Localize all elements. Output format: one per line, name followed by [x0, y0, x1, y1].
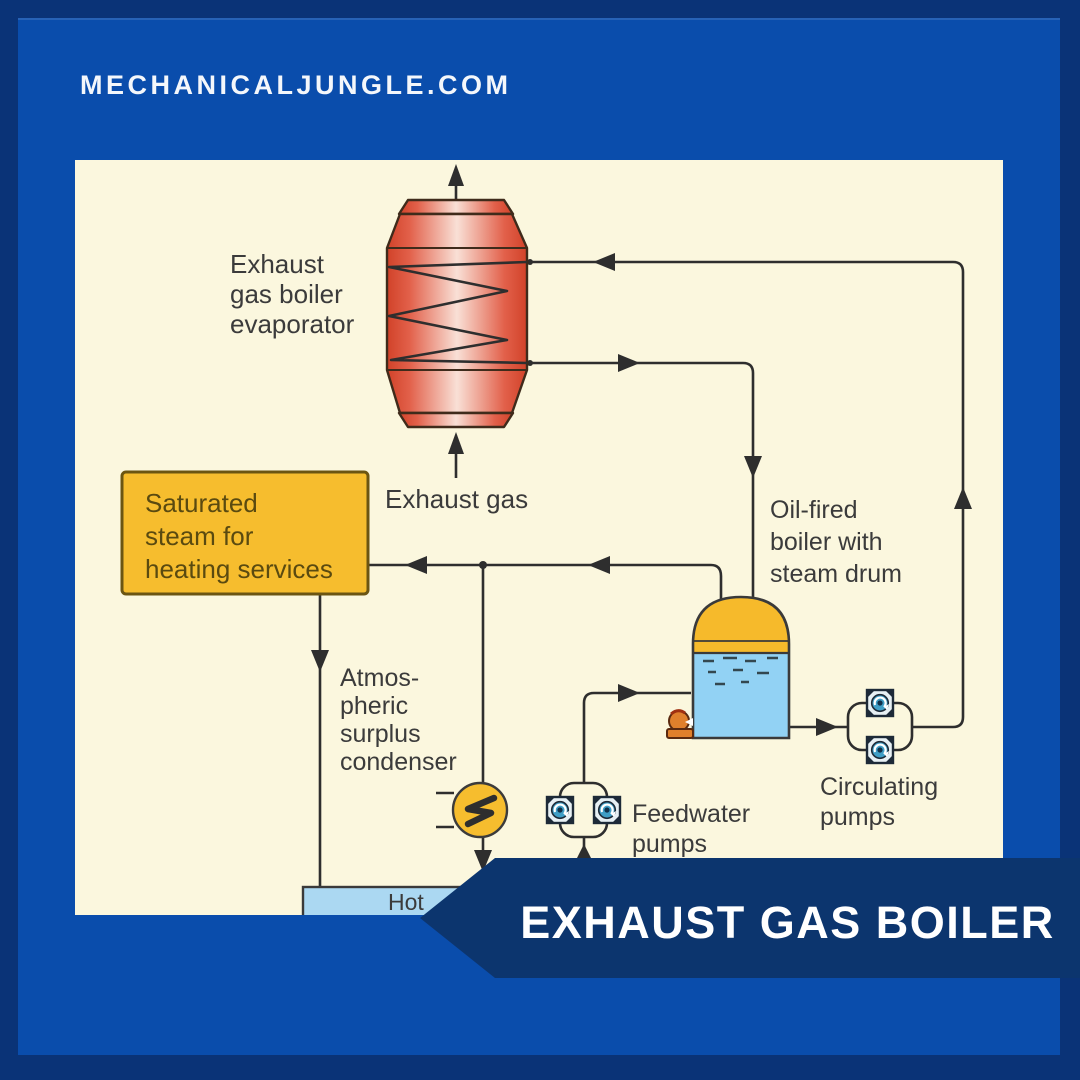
- arrow-down-box-drain-icon: [311, 650, 329, 672]
- banner-title: EXHAUST GAS BOILER: [520, 897, 1055, 948]
- saturated-steam-label-line3: heating services: [145, 554, 333, 584]
- arrow-left-return-icon: [593, 253, 615, 271]
- pipe-saturated-steam: [369, 563, 723, 602]
- arrow-up-exhaust-in-icon: [448, 432, 464, 454]
- pipe-junction-dot: [479, 561, 487, 569]
- evaporator-label-line1: Exhaust: [230, 249, 325, 279]
- circulating-pumps: [865, 688, 895, 765]
- diagram-labels: Exhaust gas boiler evaporator Exhaust ga…: [230, 249, 938, 858]
- evaporator-coil: [387, 260, 528, 365]
- oil-fired-label-line2: boiler with: [770, 528, 883, 556]
- evaporator-label-line2: gas boiler: [230, 279, 343, 309]
- coil-nub-bottom: [527, 360, 533, 366]
- site-title: MECHANICALJUNGLE.COM: [80, 70, 512, 100]
- pipe-feedwater-riser: [582, 691, 691, 783]
- feedwater-label-line2: pumps: [632, 830, 707, 858]
- evaporator-label-line3: evaporator: [230, 309, 355, 339]
- oil-fired-boiler-steam-drum: [666, 595, 791, 740]
- saturated-steam-label-line2: steam for: [145, 521, 254, 551]
- coil-nub-top: [527, 259, 533, 265]
- hotwell-label: Hot: [388, 889, 424, 915]
- evaporator-top-flange: [397, 198, 515, 216]
- atmospheric-surplus-condenser-icon: [451, 781, 509, 839]
- oil-fired-label-line3: steam drum: [770, 560, 902, 588]
- arrow-down-downcomer-icon: [744, 456, 762, 478]
- flow-arrows: [311, 164, 972, 872]
- circulating-pump-icon-top: [865, 688, 895, 718]
- drum-outline: [691, 595, 791, 740]
- evaporator-bottom-flange: [397, 411, 515, 429]
- boiler-flow-diagram: Saturated steam for heating services: [120, 164, 972, 915]
- feedwater-pump-icon-left: [545, 795, 575, 825]
- saturated-steam-box-rect: [120, 470, 370, 596]
- exhaust-gas-label: Exhaust gas: [385, 484, 528, 514]
- arrow-down-condenser-icon: [474, 850, 492, 872]
- feedwater-label-line1: Feedwater: [632, 800, 750, 828]
- arrow-up-riser-icon: [954, 487, 972, 509]
- arrow-up-suction-icon: [575, 844, 593, 862]
- diagram-panel: Saturated steam for heating services: [75, 160, 1003, 915]
- drum-water-waves: [703, 656, 778, 686]
- arrow-up-exhaust-out-icon: [448, 164, 464, 186]
- title-banner: EXHAUST GAS BOILER: [420, 858, 1080, 978]
- feedwater-pumps: [545, 795, 622, 825]
- feedwater-pump-icon-right: [592, 795, 622, 825]
- saturated-steam-label-line1: Saturated: [145, 488, 258, 518]
- arrow-right-outlet-icon: [618, 354, 640, 372]
- drum-water: [694, 653, 788, 737]
- pipe-evaporator-outlet-downcomer: [530, 361, 755, 602]
- arrow-right-feedwater-icon: [618, 684, 640, 702]
- evaporator-body-lines: [387, 247, 527, 371]
- circulating-label-line1: Circulating: [820, 773, 938, 801]
- arrow-right-circulation-icon: [816, 718, 838, 736]
- exhaust-gas-boiler-evaporator: [385, 198, 529, 429]
- evaporator-body: [385, 212, 529, 415]
- condenser-label-line1: Atmos-: [340, 664, 419, 692]
- burner-icon: [666, 709, 694, 739]
- arrow-left-steam-junction-icon: [588, 556, 610, 574]
- condenser-label-line2: pheric: [340, 692, 408, 720]
- condenser-label-line4: condenser: [340, 748, 457, 776]
- saturated-steam-box: Saturated steam for heating services: [120, 470, 370, 596]
- arrow-left-steam-box-icon: [405, 556, 427, 574]
- pipe-network: [318, 186, 965, 887]
- circulating-pump-icon-bottom: [865, 735, 895, 765]
- oil-fired-label-line1: Oil-fired: [770, 496, 858, 524]
- condenser-label-line3: surplus: [340, 720, 421, 748]
- circulating-label-line2: pumps: [820, 803, 895, 831]
